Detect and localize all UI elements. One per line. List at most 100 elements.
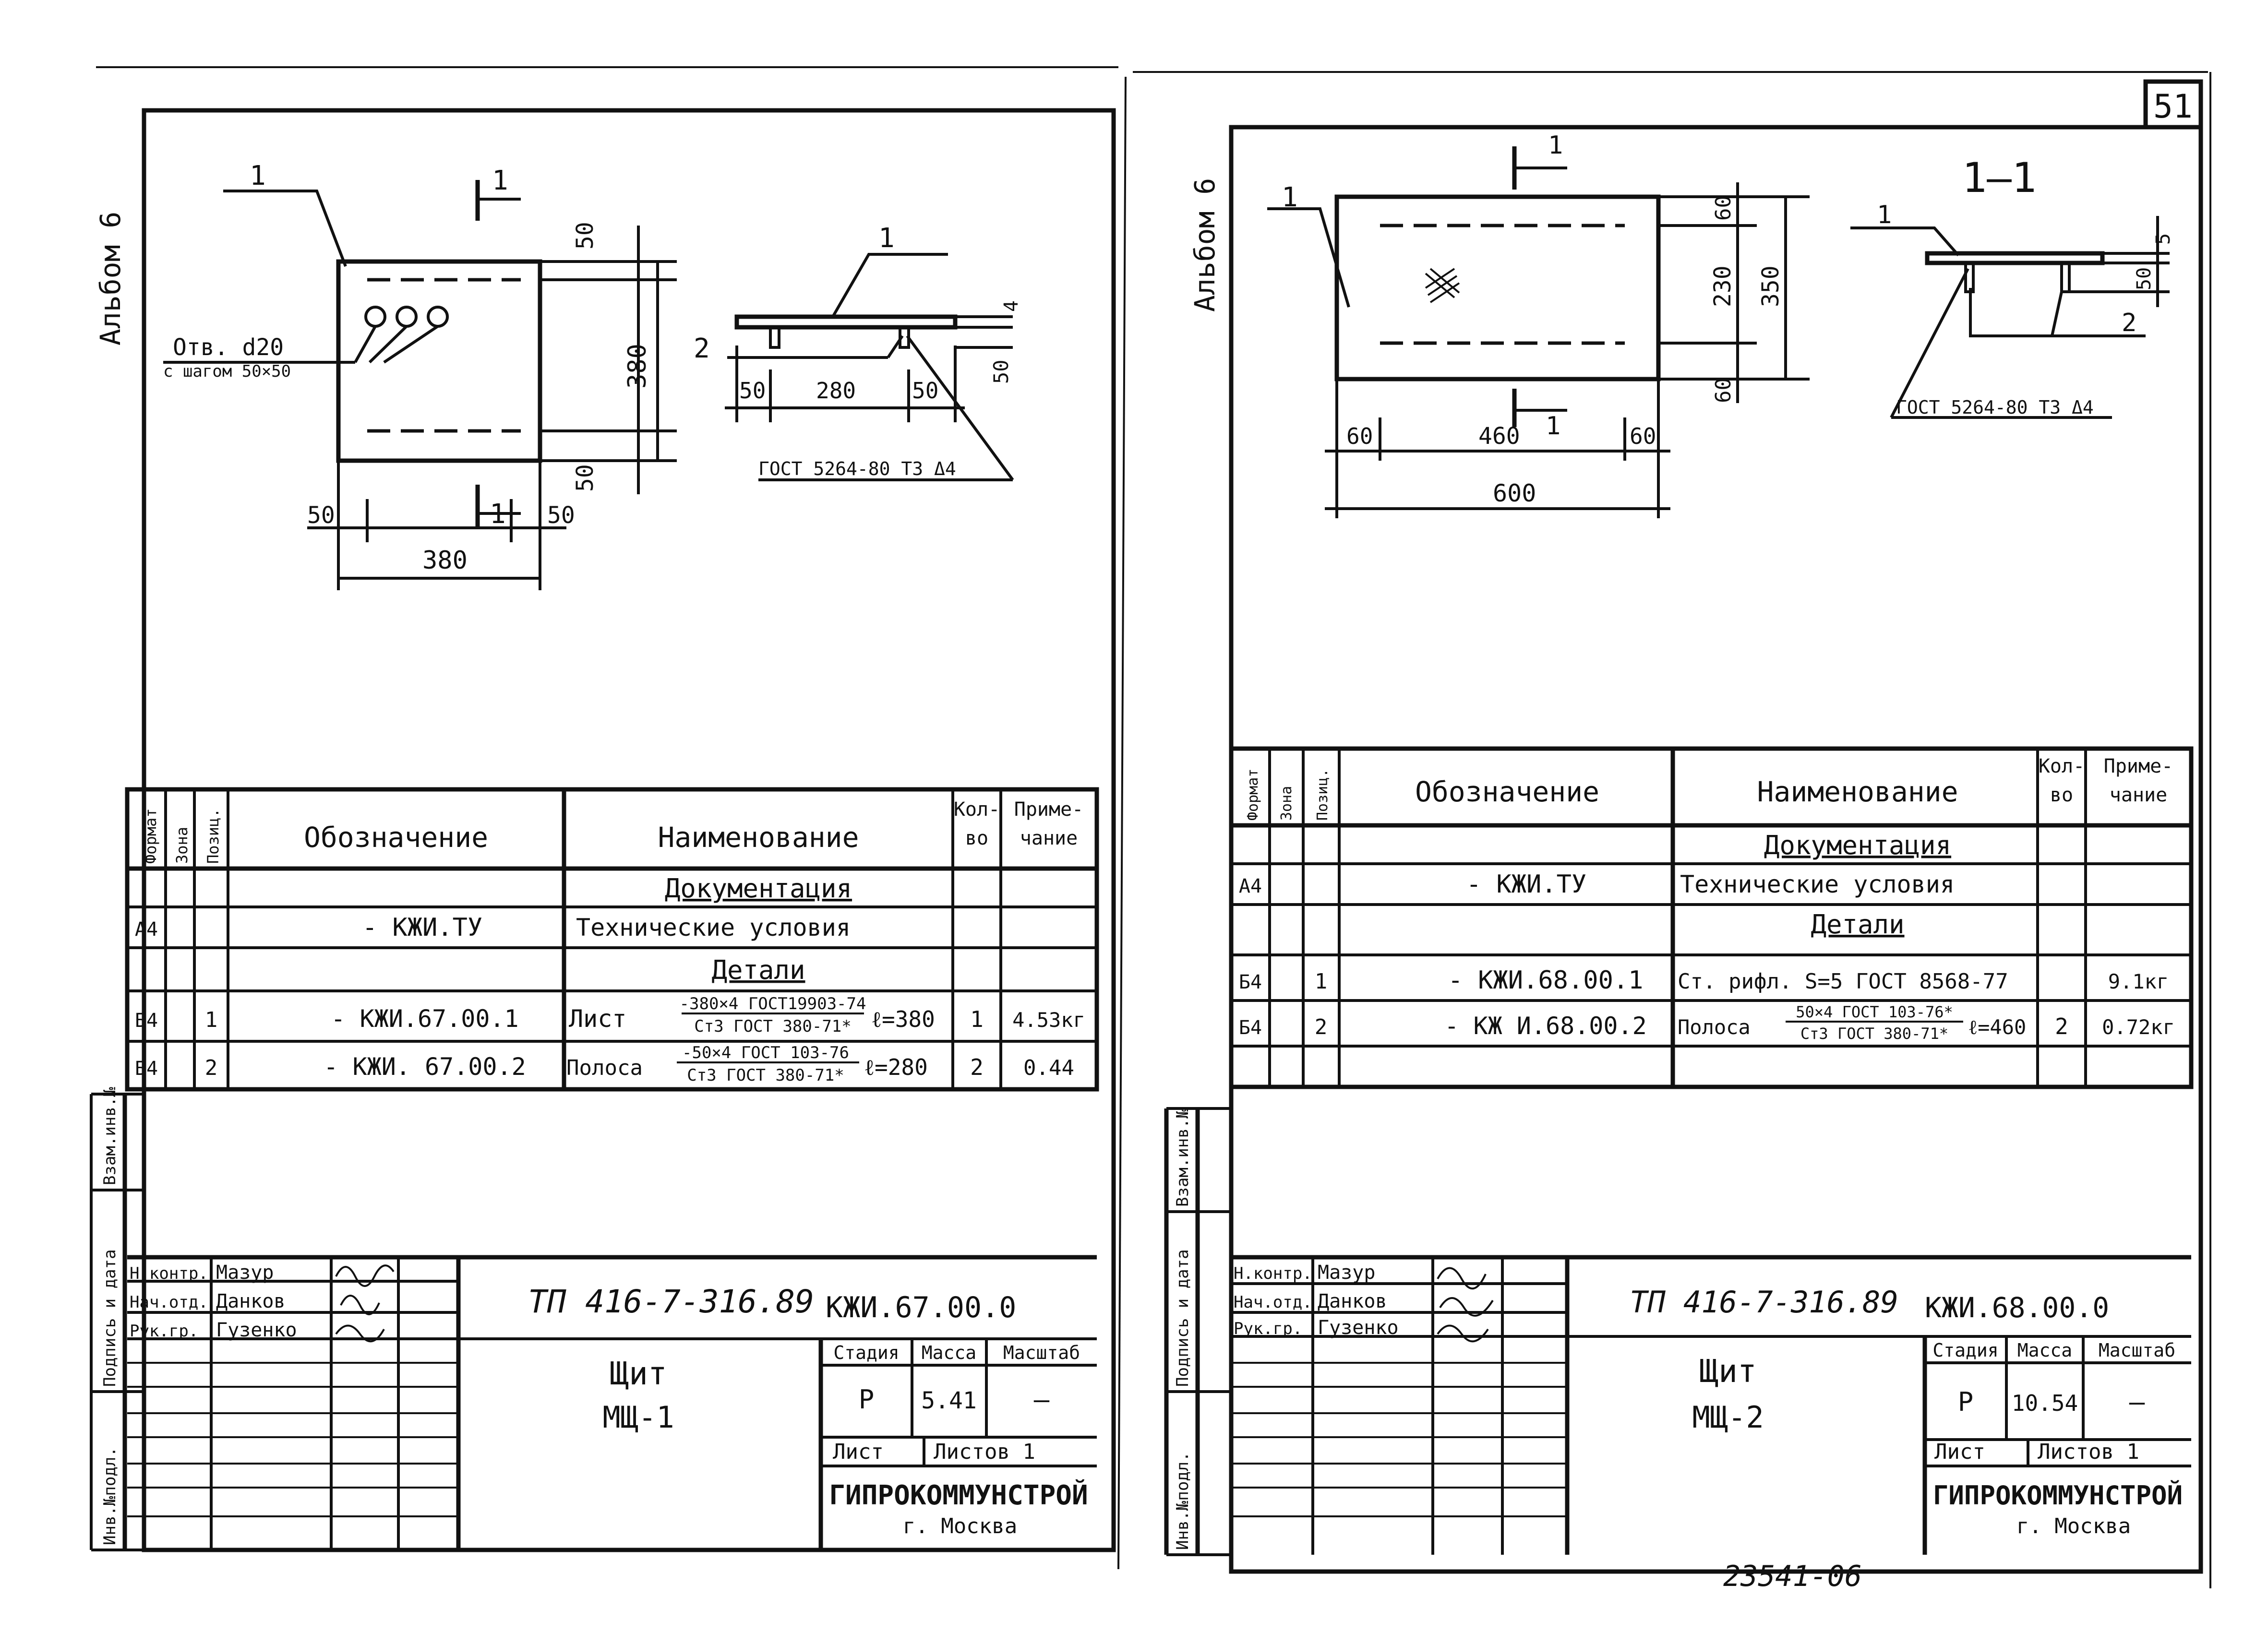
r-r2-note: 9.1кг <box>2108 970 2169 993</box>
left-side-view: 1 2 50 280 50 4 50 ГОСТ 5264-80 Т3 Δ4 <box>694 223 1022 481</box>
r-r3-profile-bottom: Ст3 ГОСТ 380-71* <box>1800 1025 1948 1043</box>
r-r3-designation: - КЖ И.68.00.2 <box>1444 1012 1646 1040</box>
right-sheet-label: Лист <box>1934 1440 1985 1464</box>
right-doc-code: КЖИ.68.00.0 <box>1925 1291 2109 1324</box>
dim-left-50: 50 <box>307 502 335 529</box>
r3-format: Б4 <box>135 1058 158 1080</box>
r-hdr-designation: Обозначение <box>1415 775 1599 808</box>
left-stamp-inv-orig: Инв.№подл. <box>100 1447 120 1545</box>
r-hdr-pos: Позиц. <box>1314 769 1331 821</box>
r-section-docs: Документация <box>1764 830 1951 860</box>
right-plate-outline <box>1334 194 1661 381</box>
right-signature-1 <box>1437 1267 1487 1289</box>
left-org: ГИПРОКОММУНСТРОЙ <box>829 1479 1088 1511</box>
left-stage: Р <box>859 1384 875 1415</box>
right-org: ГИПРОКОММУНСТРОЙ <box>1933 1480 2183 1511</box>
r3-name: Полоса <box>566 1056 643 1080</box>
hdr-designation: Обозначение <box>304 821 488 854</box>
right-role-3: Рук.гр. <box>1234 1319 1302 1338</box>
dim-60-right: 60 <box>1630 423 1656 449</box>
hdr-qty-1: Кол- <box>954 798 1000 821</box>
dim-350: 350 <box>1757 265 1784 307</box>
left-side-callout-1: 1 <box>878 223 895 254</box>
left-side-callout-2: 2 <box>694 333 710 364</box>
hole-1 <box>364 306 386 328</box>
r-hdr-zone: Зона <box>1278 786 1295 821</box>
r-r2-format: Б4 <box>1239 971 1262 993</box>
section-callout-2: 2 <box>2122 309 2136 337</box>
right-role-2: Нач.отд. <box>1234 1293 1312 1312</box>
r3-note: 0.44 <box>1023 1056 1074 1080</box>
left-project-code: ТП 416-7-316.89 <box>528 1283 814 1320</box>
left-role-1: Н.контр. <box>130 1264 208 1283</box>
r2-format: Б4 <box>135 1010 158 1032</box>
left-h-stage: Стадия <box>833 1342 899 1363</box>
r-hdr-qty-1: Кол- <box>2039 755 2085 777</box>
r-hdr-note-1: Приме- <box>2104 755 2173 777</box>
r-r3-qty: 2 <box>2055 1013 2068 1039</box>
left-signature-1 <box>335 1264 395 1287</box>
r-r3-pos: 2 <box>1315 1015 1328 1039</box>
r2-note: 4.53кг <box>1012 1008 1085 1032</box>
r1-format: А4 <box>135 918 158 941</box>
left-sheet-label: Лист <box>833 1440 884 1464</box>
left-stamp-inv-dup: Взам.инв.№ <box>100 1087 120 1185</box>
right-scale: — <box>2129 1387 2145 1417</box>
side-dim-thk: 4 <box>1000 300 1022 312</box>
left-h-mass: Масса <box>922 1342 976 1363</box>
side-dim-height: 50 <box>989 359 1013 384</box>
page-number: 51 <box>2153 88 2193 126</box>
right-item-name: Щит <box>1699 1353 1756 1390</box>
left-item-mark: МЩ-1 <box>602 1400 674 1435</box>
right-sheets-label: Листов 1 <box>2038 1440 2139 1464</box>
dim-bottom-50: 50 <box>572 464 599 492</box>
dim-600: 600 <box>1493 479 1536 507</box>
r-r1-format: А4 <box>1239 875 1262 897</box>
r3-qty: 2 <box>970 1054 984 1080</box>
right-role-1: Н.контр. <box>1234 1264 1312 1283</box>
dim-height-380: 380 <box>623 344 652 389</box>
dim-60-bottom: 60 <box>1711 378 1736 403</box>
right-stage: Р <box>1958 1387 1974 1417</box>
left-name-3: Гузенко <box>216 1319 297 1341</box>
hole-label: Отв. d20 <box>173 334 284 361</box>
right-stamp-sign-date: Подпись и дата <box>1173 1249 1192 1387</box>
right-title-block: Н.контр. Мазур Нач.отд. Данков Рук.гр. Г… <box>1231 1255 2191 1555</box>
r2-profile-bottom: Ст3 ГОСТ 380-71* <box>694 1017 852 1036</box>
hole-2 <box>396 306 418 328</box>
dim-230: 230 <box>1709 265 1736 307</box>
left-spec-table: Формат Зона Позиц. Обозначение Наименова… <box>125 787 1099 1092</box>
left-sheets-label: Листов 1 <box>934 1440 1035 1464</box>
hdr-zone: Зона <box>173 827 191 864</box>
r-hdr-format: Формат <box>1245 769 1261 821</box>
left-side-plate <box>734 314 958 330</box>
section-title: 1–1 <box>1962 154 2036 202</box>
hdr-note-1: Приме- <box>1014 798 1084 821</box>
r2-length: ℓ=380 <box>871 1006 935 1032</box>
r1-designation: - КЖИ.ТУ <box>362 913 482 942</box>
r1-name: Технические условия <box>576 914 851 941</box>
section-dim-50: 50 <box>2133 267 2155 290</box>
right-name-2: Данков <box>1318 1290 1387 1312</box>
r-r3-format: Б4 <box>1239 1017 1262 1039</box>
dim-width-380: 380 <box>422 546 468 575</box>
left-role-2: Нач.отд. <box>130 1293 208 1312</box>
r2-profile-top: -380×4 ГОСТ19903-74 <box>680 994 866 1013</box>
left-plan-callout: 1 <box>250 160 266 191</box>
right-plan-callout: 1 <box>1282 182 1298 213</box>
left-item-name: Щит <box>610 1355 667 1392</box>
r-r3-length: ℓ=460 <box>1968 1015 2026 1039</box>
right-name-1: Мазур <box>1318 1262 1375 1284</box>
right-section-view: 1–1 1 2 5 50 ГОСТ 5264-80 Т3 Δ4 <box>1850 154 2174 419</box>
left-name-2: Данков <box>216 1290 286 1312</box>
left-signature-2 <box>340 1295 380 1315</box>
side-dim-280: 280 <box>816 378 856 404</box>
r2-name: Лист <box>569 1005 626 1033</box>
left-name-1: Мазур <box>216 1262 274 1284</box>
r2-qty: 1 <box>970 1006 984 1032</box>
right-h-scale: Масштаб <box>2099 1340 2175 1361</box>
hdr-qty-2: во <box>965 827 988 849</box>
section-dim-5: 5 <box>2152 233 2174 245</box>
right-name-3: Гузенко <box>1318 1317 1399 1339</box>
left-h-scale: Масштаб <box>1003 1342 1080 1363</box>
